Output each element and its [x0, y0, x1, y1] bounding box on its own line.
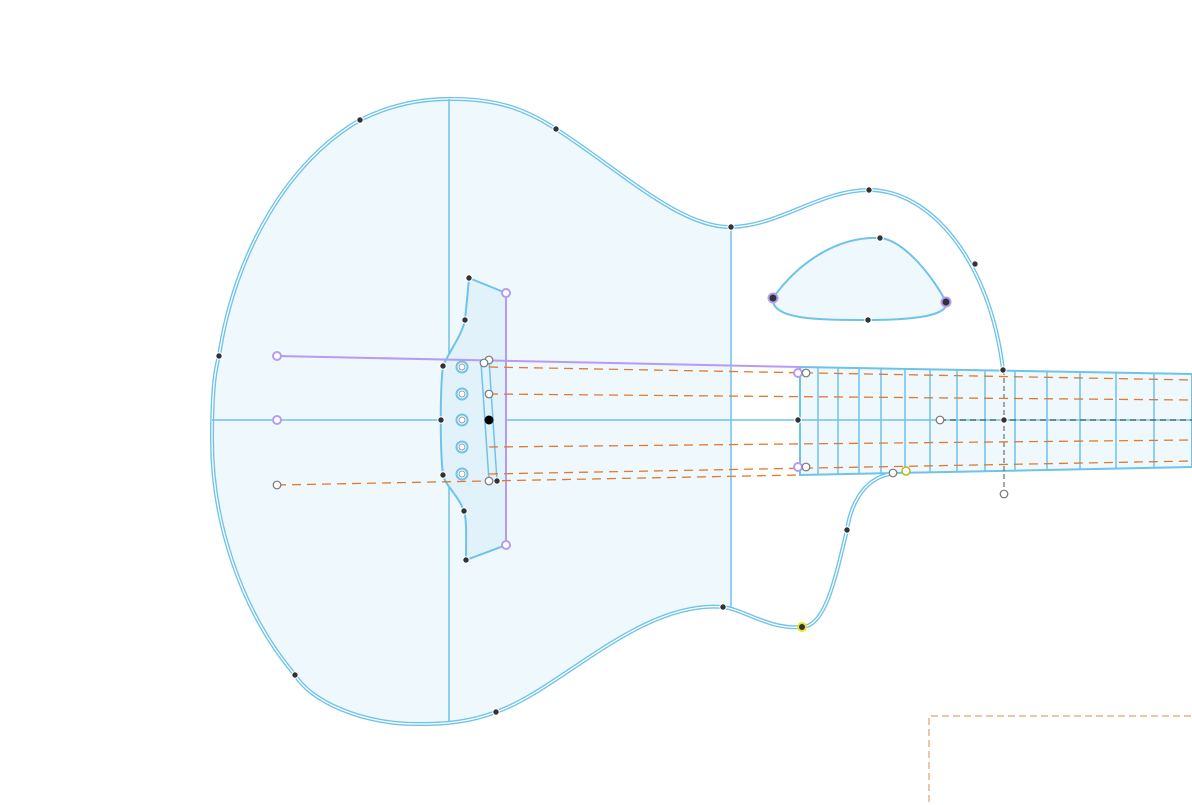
- bridge-pin-icon[interactable]: [455, 413, 469, 427]
- vertex-handle[interactable]: [794, 416, 802, 424]
- string-line: [488, 439, 1192, 448]
- vertex-handle-selected[interactable]: [767, 292, 779, 304]
- vertex-handle[interactable]: [439, 362, 447, 370]
- vertex-handle[interactable]: [439, 471, 447, 479]
- guide-handle[interactable]: [793, 462, 803, 472]
- guide-handle[interactable]: [272, 415, 282, 425]
- vertex-handle[interactable]: [727, 223, 735, 231]
- vertex-handle-selected[interactable]: [940, 296, 952, 308]
- guide-handle[interactable]: [272, 351, 282, 361]
- control-point-handle[interactable]: [479, 358, 489, 368]
- vertex-handle[interactable]: [719, 603, 727, 611]
- control-point-handle[interactable]: [484, 389, 494, 399]
- bridge-pins: [455, 360, 469, 481]
- control-point-handle[interactable]: [801, 462, 811, 472]
- string-line: [276, 474, 801, 486]
- control-point-handle[interactable]: [801, 368, 811, 378]
- vertex-handle[interactable]: [876, 234, 884, 242]
- vertex-handle[interactable]: [461, 316, 469, 324]
- string-line: [488, 460, 1192, 475]
- strings: [276, 366, 1192, 486]
- vertex-handle[interactable]: [552, 125, 560, 133]
- fretboard[interactable]: [799, 365, 1192, 477]
- vertex-handle[interactable]: [460, 507, 468, 515]
- guide-handle[interactable]: [793, 368, 803, 378]
- bridge-pin-inner: [458, 443, 466, 451]
- vertex-handle[interactable]: [493, 477, 501, 485]
- vertex-handle[interactable]: [356, 116, 364, 124]
- bridge-pin-inner: [458, 470, 466, 478]
- control-handles: [215, 116, 1009, 716]
- bridge-pin-icon[interactable]: [455, 360, 469, 374]
- bridge-pin-inner: [458, 390, 466, 398]
- origin-handle[interactable]: [484, 415, 494, 425]
- vertex-handle[interactable]: [462, 556, 470, 564]
- vertex-handle[interactable]: [999, 366, 1007, 374]
- bridge-pin-inner: [458, 416, 466, 424]
- control-point-handle[interactable]: [484, 476, 494, 486]
- vertex-handle[interactable]: [971, 260, 979, 268]
- string-line: [488, 366, 1192, 381]
- control-point-handle[interactable]: [901, 466, 911, 476]
- control-point-handle[interactable]: [935, 415, 945, 425]
- dashed-region: [928, 715, 1192, 802]
- bridge-pin-icon[interactable]: [455, 387, 469, 401]
- vertex-handle[interactable]: [465, 274, 473, 282]
- vertex-handle[interactable]: [492, 708, 500, 716]
- control-point-handle[interactable]: [272, 480, 282, 490]
- vertex-handle[interactable]: [865, 186, 873, 194]
- active-vertex-handle[interactable]: [797, 622, 807, 632]
- bridge-pin-icon[interactable]: [455, 467, 469, 481]
- guide-handle[interactable]: [501, 540, 511, 550]
- bridge-pin-inner: [458, 363, 466, 371]
- sound-hole[interactable]: [771, 236, 948, 322]
- control-point-handle[interactable]: [999, 489, 1009, 499]
- vertex-handle[interactable]: [437, 416, 445, 424]
- vertex-handle[interactable]: [1000, 416, 1008, 424]
- vertex-handle[interactable]: [291, 671, 299, 679]
- purple-guide-line: [276, 355, 801, 368]
- bridge-pin-icon[interactable]: [455, 440, 469, 454]
- control-point-handle[interactable]: [888, 468, 898, 478]
- vertex-handle[interactable]: [864, 316, 872, 324]
- vertex-handle[interactable]: [843, 526, 851, 534]
- string-line: [488, 393, 1192, 401]
- guide-handle[interactable]: [501, 288, 511, 298]
- vertex-handle[interactable]: [215, 352, 223, 360]
